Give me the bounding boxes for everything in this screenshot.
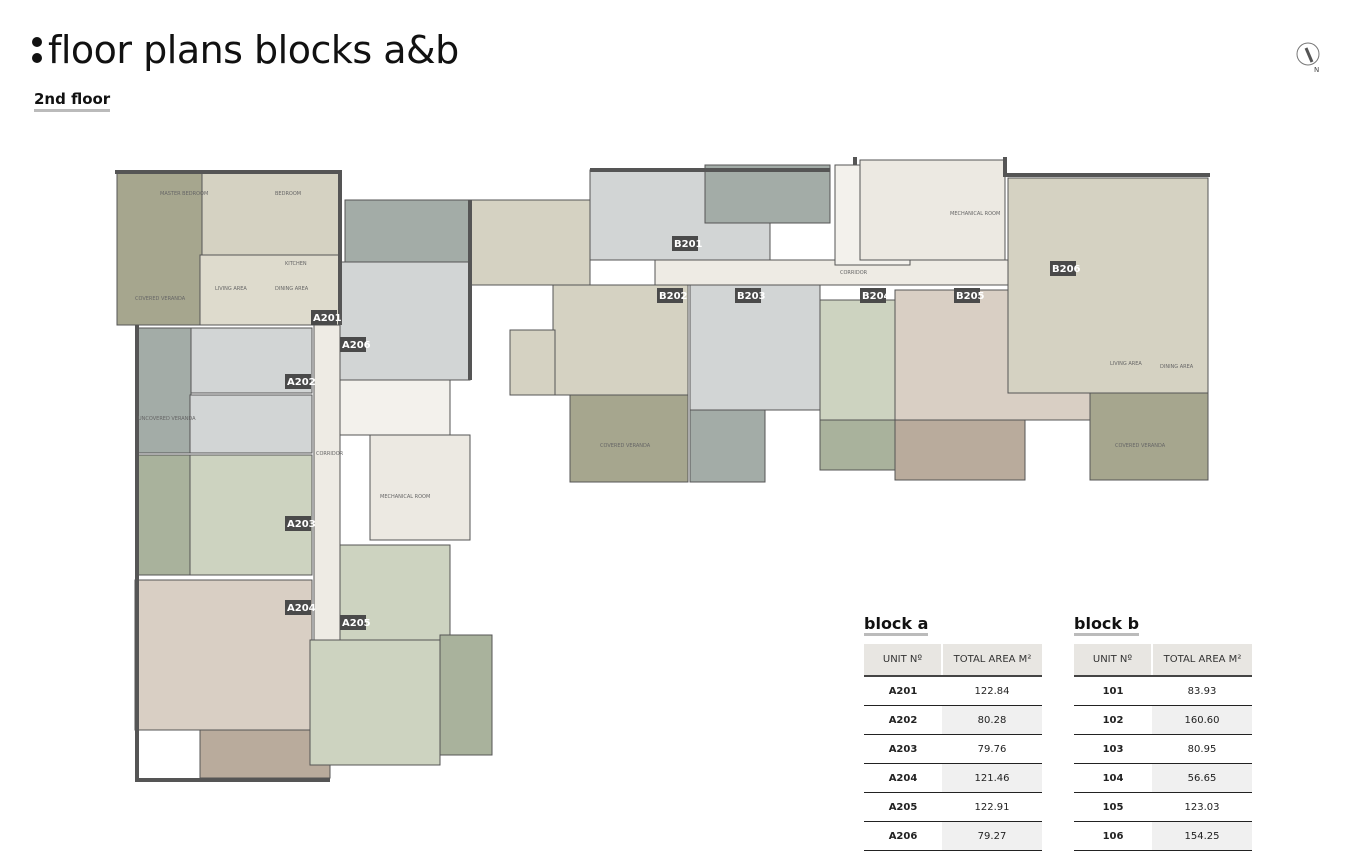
column-header: UNIT Nº (1074, 644, 1152, 677)
svg-text:B201: B201 (674, 239, 703, 250)
column-header: TOTAL AREA M² (1151, 644, 1252, 677)
page-title-text: floor plans blocks a&b (48, 28, 459, 72)
room-label: LIVING AREA (215, 286, 247, 292)
svg-text:A203: A203 (287, 519, 316, 530)
unit-b206-veranda (1089, 392, 1209, 481)
unit-a204-veranda (199, 729, 331, 779)
unit-b206-rooms (1007, 177, 1209, 394)
svg-text:B203: B203 (737, 291, 766, 302)
unit-label-a204[interactable]: A204 (285, 600, 316, 615)
room-label: MECHANICAL ROOM (380, 494, 430, 500)
unit-label-b206[interactable]: B206 (1050, 261, 1081, 276)
unit-a201-veranda (116, 171, 203, 326)
unit-label-a205[interactable]: A205 (340, 615, 371, 630)
room-label: CORRIDOR (840, 270, 868, 276)
floor-subtitle: 2nd floor (34, 90, 111, 112)
unit-label-b203[interactable]: B203 (735, 288, 766, 303)
room-label: LIVING AREA (1110, 361, 1142, 367)
svg-text:B204: B204 (862, 291, 891, 302)
unit-a204-rooms (134, 579, 313, 731)
unit-a205-veranda (439, 634, 493, 756)
unit-b202-veranda (569, 394, 689, 483)
room-label: CORRIDOR (316, 451, 344, 457)
unit-a206-rooms (339, 261, 471, 381)
svg-text:A205: A205 (342, 618, 371, 629)
unit-b202-bedroom-block (469, 199, 591, 286)
unit-a206-veranda (344, 199, 471, 263)
table-title: block b (1074, 614, 1140, 636)
unit-b204-rooms (819, 299, 896, 421)
stairs-a (339, 379, 451, 436)
room-label: COVERED VERANDA (1115, 443, 1166, 449)
unit-a203-rooms (189, 454, 313, 576)
room-label: MECHANICAL ROOM (950, 211, 1000, 217)
unit-label-a201[interactable]: A201 (311, 310, 342, 325)
room-label: BEDROOM (275, 191, 301, 197)
title-bullet-icon (32, 37, 42, 63)
svg-text:A204: A204 (287, 603, 316, 614)
unit-label-b205[interactable]: B205 (954, 288, 985, 303)
page-title: floor plans blocks a&b (32, 28, 459, 72)
room-label: DINING AREA (1160, 364, 1194, 370)
north-compass-icon: N (1296, 42, 1320, 74)
svg-text:B206: B206 (1052, 264, 1081, 275)
svg-text:A201: A201 (313, 313, 342, 324)
compass-label: N (1314, 66, 1319, 74)
table-title: block a (864, 614, 929, 636)
unit-label-a202[interactable]: A202 (285, 374, 316, 389)
unit-b204-veranda (819, 419, 896, 471)
unit-label-b202[interactable]: B202 (657, 288, 688, 303)
unit-a203-veranda (136, 454, 192, 576)
svg-text:B202: B202 (659, 291, 688, 302)
room-label: DINING AREA (275, 286, 309, 292)
room-label: COVERED VERANDA (600, 443, 651, 449)
room-label: COVERED VERANDA (135, 296, 186, 302)
unit-label-b201[interactable]: B201 (672, 236, 703, 251)
mechanical-room-b (859, 159, 1006, 261)
unit-b201-veranda (704, 164, 831, 224)
unit-b202-rooms (552, 284, 689, 396)
unit-b205-veranda (894, 419, 1026, 481)
column-header: UNIT Nº (864, 644, 942, 677)
svg-text:A202: A202 (287, 377, 316, 388)
room-label: MASTER BEDROOM (160, 191, 208, 197)
unit-b203-rooms (689, 284, 821, 411)
unit-label-a206[interactable]: A206 (340, 337, 371, 352)
column-header: TOTAL AREA M² (941, 644, 1042, 677)
unit-a202-veranda (136, 327, 192, 454)
svg-text:B205: B205 (956, 291, 985, 302)
mechanical-room-a (369, 434, 471, 541)
unit-label-b204[interactable]: B204 (860, 288, 891, 303)
room-label: UNCOVERED VERANDA (138, 416, 196, 422)
svg-text:A206: A206 (342, 340, 371, 351)
unit-b203-veranda (689, 409, 766, 483)
unit-label-a203[interactable]: A203 (285, 516, 316, 531)
corridor-a (313, 324, 341, 641)
room-label: KITCHEN (285, 261, 307, 267)
